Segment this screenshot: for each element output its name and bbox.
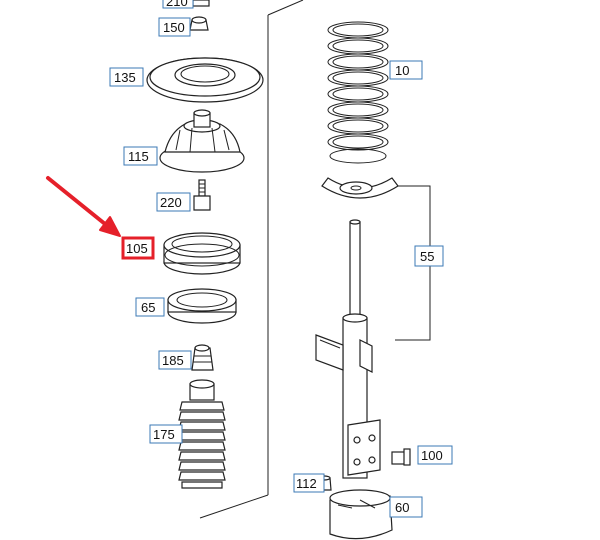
label-112-text: 112 (296, 476, 317, 491)
part-100-bolt (391, 448, 411, 466)
label-10-text: 10 (395, 63, 409, 78)
label-115[interactable]: 115 (123, 146, 158, 166)
label-105-text: 105 (126, 241, 148, 256)
part-175-dust-boot (178, 379, 226, 489)
label-150[interactable]: 150 (158, 17, 191, 37)
label-10[interactable]: 10 (389, 60, 423, 80)
label-210[interactable]: 210 (162, 0, 194, 9)
label-65[interactable]: 65 (135, 297, 165, 317)
label-112[interactable]: 112 (293, 473, 325, 493)
part-105-bearing (163, 232, 241, 275)
label-220-text: 220 (160, 195, 182, 210)
part-60-cap (329, 489, 393, 540)
label-135-text: 135 (114, 70, 136, 85)
label-55[interactable]: 55 (414, 245, 444, 267)
part-55-shock-absorber (315, 219, 381, 479)
label-105-highlighted[interactable]: 105 (121, 236, 155, 260)
red-arrow-icon (46, 176, 121, 237)
label-210-text: 210 (166, 0, 188, 9)
part-220-bolt (193, 179, 211, 211)
part-65-ring (167, 288, 237, 324)
label-175[interactable]: 175 (149, 424, 183, 444)
part-10-coil-spring (327, 21, 389, 164)
label-65-text: 65 (141, 300, 155, 315)
label-100-text: 100 (421, 448, 443, 463)
label-55-text: 55 (420, 249, 434, 264)
part-210-shape (192, 0, 210, 7)
label-175-text: 175 (153, 427, 175, 442)
label-60[interactable]: 60 (389, 496, 423, 518)
label-220[interactable]: 220 (156, 192, 191, 212)
part-150-nut (189, 16, 209, 31)
part-135-washer (146, 57, 264, 103)
label-150-text: 150 (163, 20, 185, 35)
label-185[interactable]: 185 (158, 350, 192, 370)
label-135[interactable]: 135 (109, 67, 144, 87)
part-115-strut-mount (159, 109, 245, 173)
label-115-text: 115 (128, 149, 149, 164)
part-185-bump-stop (191, 344, 214, 371)
label-100[interactable]: 100 (417, 445, 453, 465)
label-60-text: 60 (395, 500, 409, 515)
part-spring-seat (321, 177, 399, 199)
label-185-text: 185 (162, 353, 184, 368)
